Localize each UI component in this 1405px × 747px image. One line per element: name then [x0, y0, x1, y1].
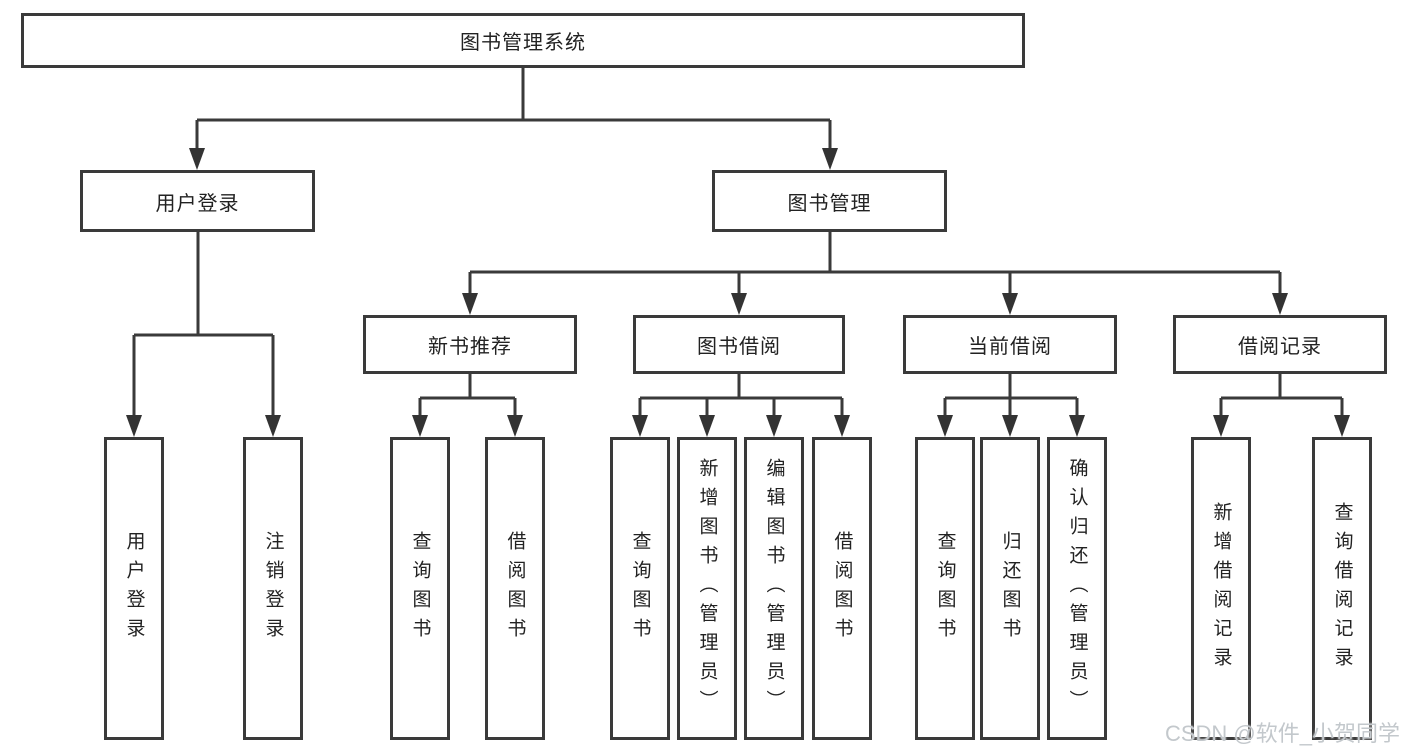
leaf-logout: 注销登录 [243, 437, 303, 740]
node-user-login: 用户登录 [80, 170, 315, 232]
connector-user-login-children [126, 232, 281, 437]
connector-current-borrow-children [937, 374, 1085, 437]
leaf-confirm-return-admin: 确认归还（管理员） [1047, 437, 1107, 740]
connector-book-borrow-children [632, 374, 850, 437]
connector-new-book-rec-children [412, 374, 523, 437]
node-book-borrow: 图书借阅 [633, 315, 845, 374]
node-book-management: 图书管理 [712, 170, 947, 232]
node-borrow-records: 借阅记录 [1173, 315, 1387, 374]
connector-root-to-level2 [189, 68, 838, 170]
leaf-return-books: 归还图书 [980, 437, 1040, 740]
leaf-query-books-current: 查询图书 [915, 437, 975, 740]
leaf-query-books-rec: 查询图书 [390, 437, 450, 740]
leaf-edit-books-admin: 编辑图书（管理员） [744, 437, 804, 740]
connector-book-mgmt-children [462, 232, 1288, 315]
leaf-query-books-borrow: 查询图书 [610, 437, 670, 740]
connector-borrow-records-children [1213, 374, 1350, 437]
leaf-add-borrow-record: 新增借阅记录 [1191, 437, 1251, 740]
leaf-user-login: 用户登录 [104, 437, 164, 740]
node-library-system: 图书管理系统 [21, 13, 1025, 68]
watermark: CSDN @软件_小贺同学 [1164, 721, 1400, 746]
leaf-borrow-books-rec: 借阅图书 [485, 437, 545, 740]
leaf-add-books-admin: 新增图书（管理员） [677, 437, 737, 740]
node-new-book-recommend: 新书推荐 [363, 315, 577, 374]
leaf-query-borrow-record: 查询借阅记录 [1312, 437, 1372, 740]
leaf-borrow-books: 借阅图书 [812, 437, 872, 740]
node-current-borrow: 当前借阅 [903, 315, 1117, 374]
